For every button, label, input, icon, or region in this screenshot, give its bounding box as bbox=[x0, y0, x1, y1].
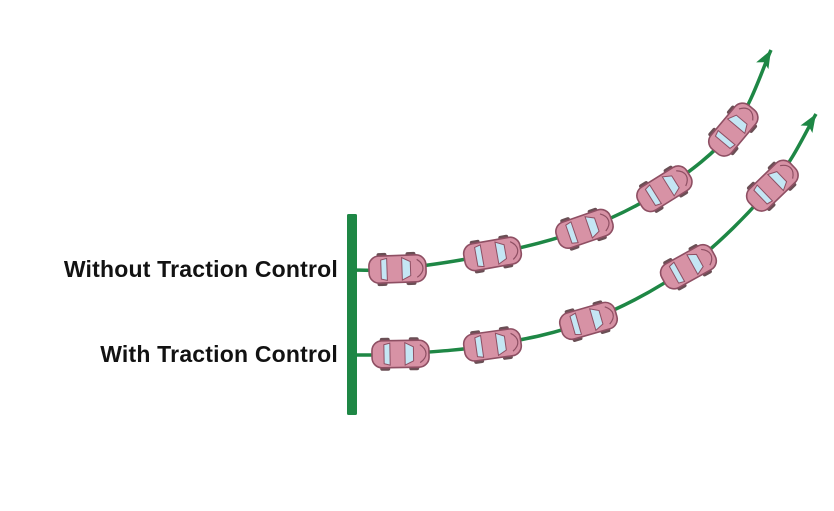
car-without-traction-control-3 bbox=[551, 203, 618, 255]
label-without-traction-control: Without Traction Control bbox=[63, 256, 338, 282]
car-with-traction-control-1 bbox=[370, 336, 431, 372]
car-without-traction-control-4 bbox=[630, 158, 699, 219]
start-line-bar bbox=[347, 214, 357, 415]
car-with-traction-control-5 bbox=[739, 153, 806, 219]
arrowhead-without-traction-control bbox=[756, 50, 771, 70]
car-without-traction-control-1 bbox=[367, 250, 428, 288]
car-with-traction-control-2 bbox=[461, 323, 524, 367]
arrowhead-with-traction-control bbox=[800, 114, 816, 133]
label-with-traction-control: With Traction Control bbox=[100, 341, 338, 367]
diagram-layer bbox=[347, 49, 818, 415]
car-with-traction-control-3 bbox=[555, 296, 622, 346]
car-without-traction-control-2 bbox=[460, 231, 525, 276]
